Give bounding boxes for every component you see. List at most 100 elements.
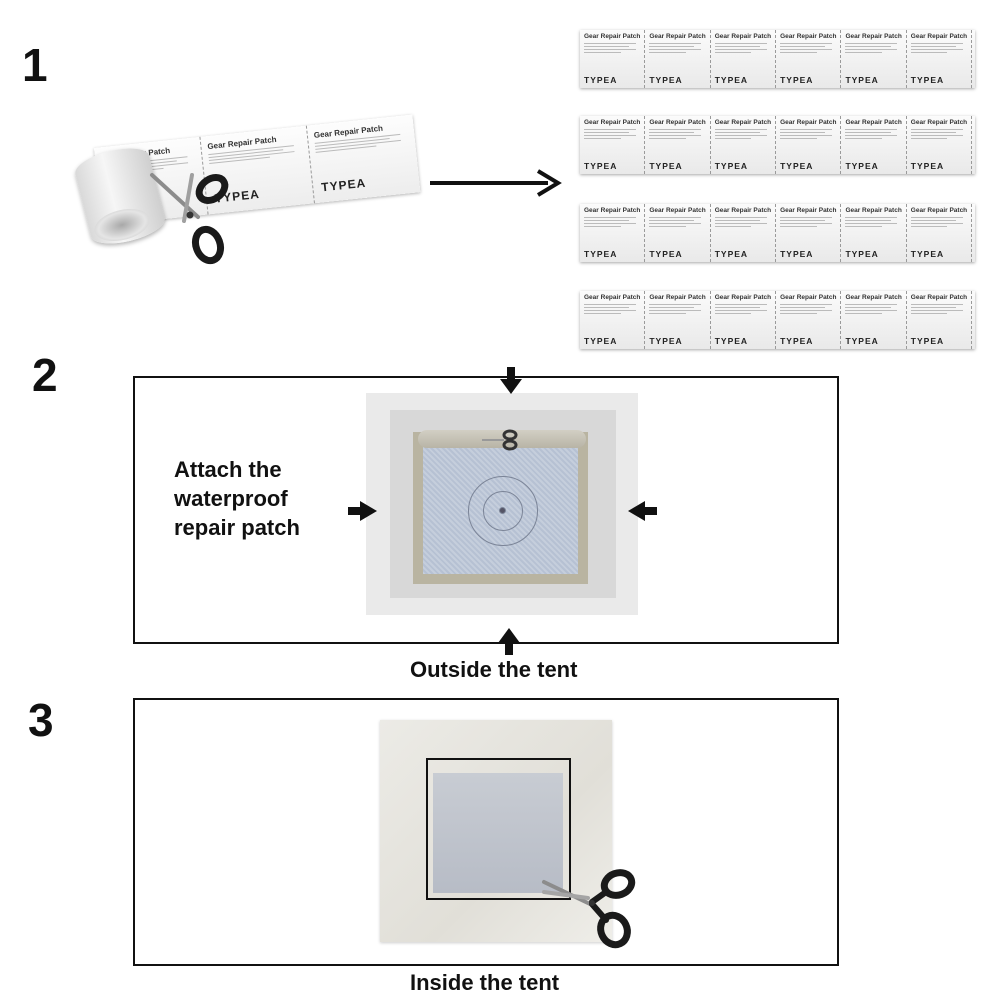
strip-cell-type: TYPEA — [649, 249, 683, 259]
arrow-right-icon — [430, 169, 562, 197]
patch-fabric — [423, 442, 578, 574]
strip-cell-title: Gear Repair Patch — [649, 33, 706, 40]
instruction-text: Attach the waterproof repair patch — [174, 455, 300, 542]
strip-cell-type: TYPEA — [714, 75, 749, 85]
outside-tent-caption: Outside the tent — [410, 657, 578, 682]
strip-cell-type: TYPEA — [780, 249, 814, 259]
instruction-line: Attach the — [174, 457, 282, 482]
roll-cell-type: TYPEA — [320, 175, 367, 195]
strip-cell-title: Gear Repair Patch — [910, 119, 968, 126]
instruction-line: waterproof — [174, 486, 288, 511]
strip-cell-title: Gear Repair Patch — [649, 119, 706, 126]
strip-cell-type: TYPEA — [649, 161, 683, 171]
strip-cell-type: TYPEA — [780, 75, 814, 85]
strip-cell-title: Gear Repair Patch — [780, 33, 837, 40]
strip-cell-title: Gear Repair Patch — [910, 294, 968, 301]
roll-cell: Gear Repair Patch TYPEA — [307, 115, 421, 204]
inner-repair-patch — [433, 773, 563, 893]
strip-cell-title: Gear Repair Patch — [649, 207, 706, 214]
cut-outline — [426, 758, 571, 900]
strip-cell-title: Gear Repair Patch — [584, 33, 641, 40]
strip-cell-type: TYPEA — [845, 249, 879, 259]
step-number-2: 2 — [32, 349, 58, 401]
strip-cell-type: TYPEA — [780, 336, 814, 346]
strip-cell-type: TYPEA — [584, 336, 618, 346]
strip-cell-title: Gear Repair Patch — [584, 207, 641, 214]
strip-cell-type: TYPEA — [910, 336, 945, 346]
strip-cell-type: TYPEA — [714, 161, 749, 171]
strip-cell-type: TYPEA — [714, 249, 749, 259]
strip-cell-title: Gear Repair Patch — [845, 294, 902, 301]
strip-cell-type: TYPEA — [845, 75, 879, 85]
inside-tent-caption: Inside the tent — [410, 970, 560, 995]
strip-cell-title: Gear Repair Patch — [845, 207, 902, 214]
patch-roll: Gear Repair Patch TYPEA Gear Repair Patc… — [72, 114, 421, 270]
step-number-3: 3 — [28, 694, 54, 746]
scissors-icon — [542, 869, 636, 949]
scissors-icon — [150, 173, 229, 265]
strip-cell-title: Gear Repair Patch — [910, 207, 968, 214]
strip-cell-title: Gear Repair Patch — [584, 294, 641, 301]
strip-cell-title: Gear Repair Patch — [780, 207, 837, 214]
strip-cell-title: Gear Repair Patch — [649, 294, 706, 301]
strip-cell-title: Gear Repair Patch — [780, 294, 837, 301]
strip-cell-type: TYPEA — [584, 161, 618, 171]
strip-cell-type: TYPEA — [910, 249, 945, 259]
strip-cell-type: TYPEA — [649, 336, 683, 346]
arrow-down-icon — [500, 367, 522, 394]
arrow-up-icon — [498, 628, 520, 655]
repair-patch — [413, 432, 588, 584]
strip-cell-title: Gear Repair Patch — [845, 33, 902, 40]
strip-cell-type: TYPEA — [910, 161, 945, 171]
strip-cell-title: Gear Repair Patch — [780, 119, 837, 126]
arrow-right-icon — [348, 501, 377, 521]
strip-cell-title: Gear Repair Patch — [584, 119, 641, 126]
strip-cell-type: TYPEA — [584, 75, 618, 85]
strip-cell-title: Gear Repair Patch — [714, 33, 772, 40]
strip-cell-type: TYPEA — [910, 75, 945, 85]
arrow-left-icon — [628, 501, 657, 521]
strip-cell-type: TYPEA — [780, 161, 814, 171]
strip-cell-type: TYPEA — [845, 336, 879, 346]
strip-cell-type: TYPEA — [845, 161, 879, 171]
strip-cell-title: Gear Repair Patch — [714, 294, 772, 301]
strip-cell-title: Gear Repair Patch — [910, 33, 968, 40]
strip-cell-type: TYPEA — [584, 249, 618, 259]
strip-cell-title: Gear Repair Patch — [714, 119, 772, 126]
strip-cell-title: Gear Repair Patch — [845, 119, 902, 126]
instruction-line: repair patch — [174, 515, 300, 540]
strip-cell-type: TYPEA — [714, 336, 749, 346]
scissors-icon — [482, 429, 518, 451]
